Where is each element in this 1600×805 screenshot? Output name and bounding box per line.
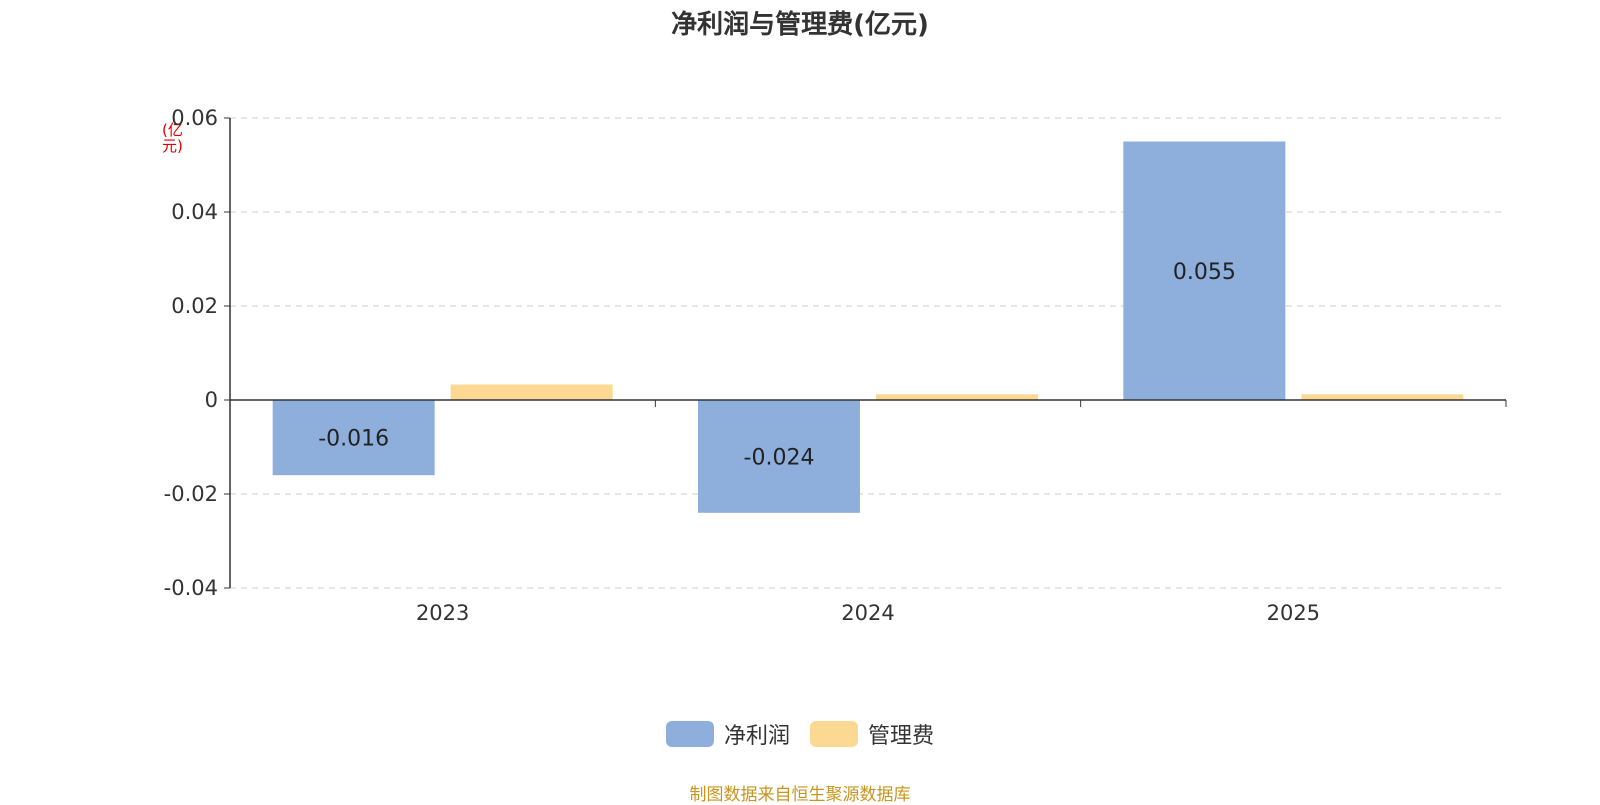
y-tick-label: 0 [205,388,218,412]
y-tick-label: 0.06 [171,106,218,130]
legend-label-management-fee: 管理费 [868,724,935,749]
y-tick-label: -0.02 [164,482,218,506]
data-label: -0.024 [744,445,815,470]
legend-swatch-management-fee [810,721,858,747]
y-tick-label: 0.04 [171,200,218,224]
legend-swatch-net-profit [665,721,714,747]
bar-management-fee-2023 [450,384,613,400]
y-tick-label: -0.04 [164,576,218,600]
legend-label-net-profit: 净利润 [723,724,790,749]
source-note: 制图数据来自恒生聚源数据库 [689,785,911,805]
data-label: 0.055 [1173,260,1236,285]
legend: 净利润 管理费 [0,718,1600,750]
bar-net-profit-2025 [1123,141,1286,400]
x-tick-label: 2024 [841,601,894,625]
bar-management-fee-2025 [1301,394,1464,400]
bar-management-fee-2024 [876,394,1038,400]
x-tick-label: 2025 [1267,601,1320,625]
chart-title: 净利润与管理费(亿元) [671,10,929,40]
legend-item-net-profit[interactable]: 净利润 [665,718,790,750]
data-label: -0.016 [318,427,389,452]
bar-net-profit-2023 [272,400,435,476]
y-tick-label: 0.02 [171,294,218,318]
bar-net-profit-2024 [698,400,860,513]
x-tick-label: 2023 [416,601,469,625]
legend-item-management-fee[interactable]: 管理费 [810,718,934,750]
y-axis-unit-label: (亿元) [162,121,183,155]
